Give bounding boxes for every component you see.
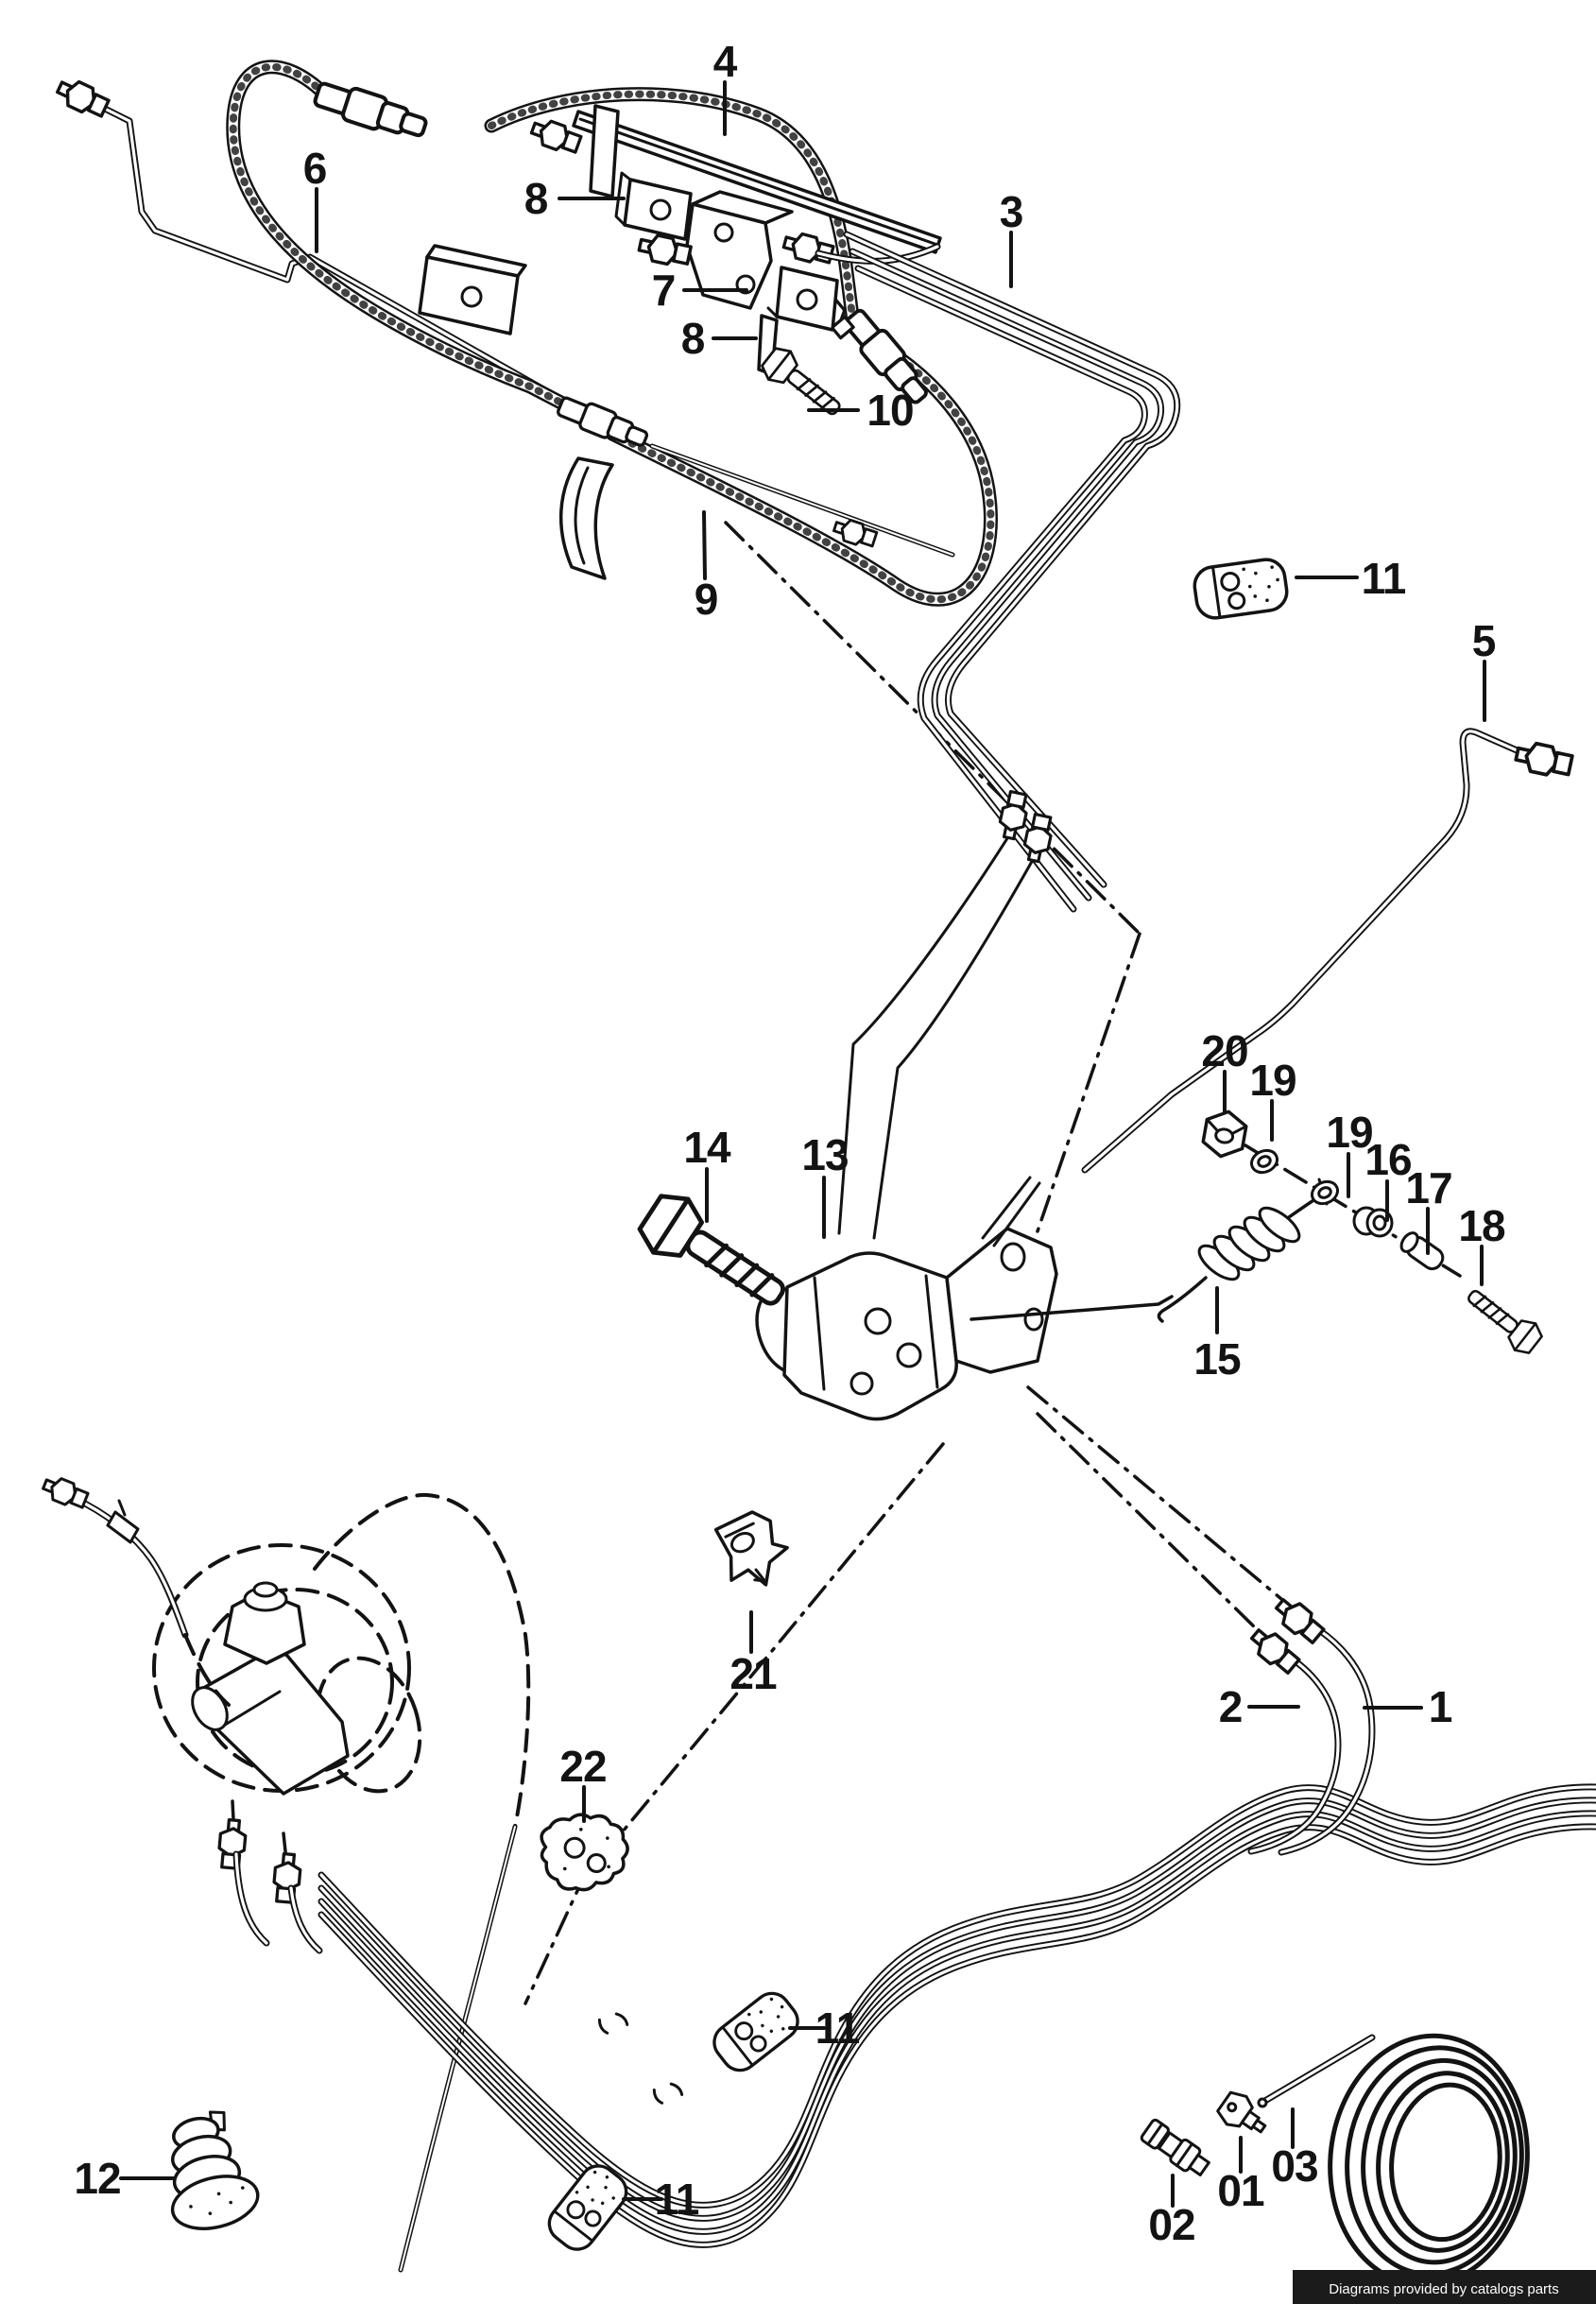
pipe-unions-mid	[837, 789, 1056, 1240]
part-number-1: 1	[1429, 1682, 1452, 1731]
watermark-text: Diagrams provided by catalogs parts	[1329, 2281, 1558, 2297]
watermark-bar: Diagrams provided by catalogs parts	[1293, 2270, 1596, 2304]
part-number-20: 20	[1201, 1026, 1247, 1075]
part-number-8: 8	[681, 314, 705, 363]
clip-21	[713, 1510, 789, 1587]
part-number-4: 4	[713, 37, 738, 86]
callout-16-13: 16	[1364, 1135, 1413, 1222]
clip-8-upper	[614, 171, 693, 241]
union-02	[1140, 2118, 1210, 2176]
callout-19-11: 19	[1249, 1056, 1297, 1142]
part-number-14: 14	[683, 1123, 731, 1172]
part-number-19: 19	[1249, 1056, 1296, 1105]
callout-11-8: 11	[1295, 554, 1407, 603]
brake-hose-assembly-9	[233, 67, 991, 599]
callout-01-27: 01	[1217, 2136, 1265, 2215]
callout-19-12: 19	[1326, 1108, 1374, 1198]
callout-14-16: 14	[683, 1123, 732, 1223]
clip-8-lower	[757, 266, 839, 376]
callout-17-14: 17	[1405, 1163, 1453, 1255]
callout-03-28: 03	[1271, 2107, 1319, 2191]
grommet-12	[170, 2110, 260, 2230]
part-number-8: 8	[524, 174, 548, 223]
callout-10-5: 10	[807, 386, 915, 435]
part-number-16: 16	[1364, 1135, 1411, 1184]
callout-11-25: 11	[622, 2175, 700, 2224]
part-number-12: 12	[74, 2154, 120, 2203]
part-number-5: 5	[1472, 616, 1496, 665]
part-number-01: 01	[1217, 2166, 1264, 2215]
callout-02-26: 02	[1148, 2174, 1196, 2249]
pressure-regulator-13	[755, 1176, 1174, 1421]
callout-8-2: 8	[524, 174, 626, 223]
callout-3-6: 3	[1000, 187, 1023, 288]
part-number-6: 6	[303, 144, 327, 193]
clip-22	[540, 1813, 629, 1892]
part-number-11: 11	[655, 2175, 699, 2224]
part-number-19: 19	[1326, 1108, 1372, 1157]
part-number-15: 15	[1193, 1334, 1241, 1384]
pipe-bundle-bottom	[321, 1787, 1596, 2259]
callout-11-24: 11	[788, 2003, 861, 2053]
callout-15-18: 15	[1193, 1286, 1242, 1384]
part-number-9: 9	[695, 575, 718, 624]
regulator-lever	[970, 1295, 1174, 1321]
callout-2-20: 2	[1219, 1682, 1300, 1731]
callout-13-17: 13	[801, 1130, 849, 1239]
pipe-clamp-11-top	[1190, 555, 1292, 623]
part-number-3: 3	[1000, 187, 1023, 236]
callout-5-9: 5	[1472, 616, 1497, 722]
pipe-break	[595, 2004, 684, 2108]
bushing-17	[1399, 1231, 1445, 1271]
bleeder-01	[1216, 2090, 1267, 2134]
part-number-2: 2	[1219, 1682, 1243, 1731]
callout-18-15: 18	[1458, 1201, 1506, 1286]
part-number-13: 13	[801, 1130, 848, 1179]
part-number-02: 02	[1148, 2200, 1194, 2249]
master-cylinder-booster	[39, 1471, 531, 2270]
callout-1-21: 1	[1363, 1682, 1453, 1731]
callout-6-1: 6	[303, 144, 327, 253]
callout-4-0: 4	[713, 37, 739, 136]
callout-12-23: 12	[74, 2154, 176, 2203]
bushing-16	[1352, 1206, 1394, 1238]
bracket-4-end-tab	[589, 104, 620, 198]
leader-line-9	[702, 510, 707, 580]
part-number-03: 03	[1271, 2141, 1317, 2191]
callout-9-7: 9	[695, 510, 718, 624]
part-number-10: 10	[867, 386, 913, 435]
nut-20	[1201, 1109, 1248, 1159]
part-number-18: 18	[1458, 1201, 1505, 1250]
callout-7-3: 7	[652, 266, 748, 315]
callout-21-19: 21	[729, 1610, 778, 1698]
part-number-11: 11	[815, 2003, 860, 2053]
pipe-coil-03	[1257, 2033, 1530, 2288]
retainer-bracket-7	[635, 190, 794, 310]
callout-8-4: 8	[681, 314, 758, 363]
regulator-bracket	[945, 1227, 1058, 1374]
part-number-7: 7	[652, 266, 676, 315]
mounting-bracket-4	[572, 104, 942, 254]
part-number-21: 21	[729, 1649, 777, 1698]
part-number-11: 11	[1362, 554, 1406, 603]
callout-20-10: 20	[1201, 1026, 1249, 1113]
watermark-background	[1293, 2270, 1596, 2304]
part-number-22: 22	[559, 1742, 606, 1791]
hose-bracket-block-9	[418, 244, 614, 580]
spring-15	[1157, 1178, 1329, 1323]
callout-22-22: 22	[559, 1742, 608, 1823]
part-number-17: 17	[1405, 1163, 1451, 1212]
pipe-clip-screw	[106, 1510, 140, 1544]
